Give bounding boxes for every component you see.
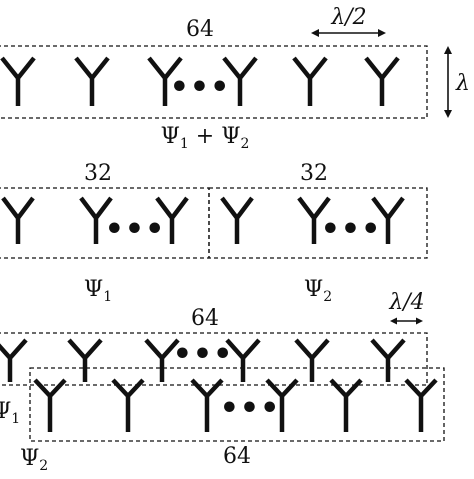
top-antenna-6 [364,56,400,106]
bottom-lower-count-label: 64 [223,444,251,469]
top-spacing-arrowhead-left [311,29,319,37]
bottom-left-weight-label-2: Ψ2 [20,446,48,474]
top-spacing-arrowhead-right [378,29,386,37]
middle-left-weight-label: Ψ1 [84,277,112,305]
middle-right-weight-label: Ψ2 [304,277,332,305]
top-array: 64 λ/2 λ ••• Ψ1 + Ψ2 [0,5,470,152]
bottom-spacing-arrowhead-left [390,317,397,325]
top-ellipsis: ••• [170,70,231,105]
middle-antenna-6 [371,196,405,244]
bottom-lower-antenna-3 [190,378,224,432]
bottom-upper-antenna-6 [370,338,406,382]
top-height-label: λ [455,71,470,96]
bottom-upper-box [0,332,428,386]
middle-antennas [1,196,405,244]
top-height-arrowhead-up [444,46,452,54]
top-height-arrowhead-down [444,110,452,118]
top-array-box [0,45,428,119]
bottom-left-weight-label-1: Ψ1 [0,399,20,427]
middle-left-ellipsis: ••• [105,212,166,247]
middle-right-ellipsis: ••• [321,212,382,247]
bottom-lower-antenna-5 [329,378,363,432]
bottom-upper-antenna-2 [67,338,103,382]
middle-arrays: 32 32 ••• ••• Ψ1 Ψ2 [0,161,428,305]
top-antennas [0,56,400,106]
middle-antenna-5 [297,196,331,244]
bottom-spacing-label: λ/4 [388,290,424,315]
middle-antenna-4 [220,196,254,244]
top-antenna-5 [292,56,328,106]
middle-antenna-3 [155,196,189,244]
bottom-lower-antenna-1 [33,378,67,432]
bottom-upper-antenna-3 [144,338,180,382]
top-weight-label: Ψ1 + Ψ2 [161,124,250,152]
top-spacing-label: λ/2 [330,5,366,30]
bottom-spacing-arrowhead-right [416,317,423,325]
top-antenna-2 [74,56,110,106]
bottom-upper-ellipsis: ••• [173,337,234,372]
bottom-lower-antenna-6 [404,378,438,432]
bottom-arrays: 64 64 λ/4 ••• ••• Ψ1 Ψ2 [0,290,445,474]
bottom-lower-antenna-4 [265,378,299,432]
bottom-upper-antennas [0,338,406,382]
top-count-label: 64 [186,17,214,42]
bottom-lower-box [29,367,445,442]
top-antenna-3 [147,56,183,106]
middle-right-count-label: 32 [300,161,328,186]
top-antenna-4 [222,56,258,106]
bottom-upper-antenna-4 [225,338,261,382]
bottom-upper-antenna-1 [0,338,28,382]
bottom-lower-antennas [33,378,438,432]
bottom-upper-count-label: 64 [191,306,219,331]
bottom-lower-ellipsis: ••• [220,391,281,426]
middle-right-box [208,187,428,259]
bottom-upper-antenna-5 [294,338,330,382]
middle-left-count-label: 32 [84,161,112,186]
top-antenna-1 [0,56,36,106]
middle-antenna-2 [79,196,113,244]
bottom-lower-antenna-2 [111,378,145,432]
middle-antenna-1 [1,196,35,244]
